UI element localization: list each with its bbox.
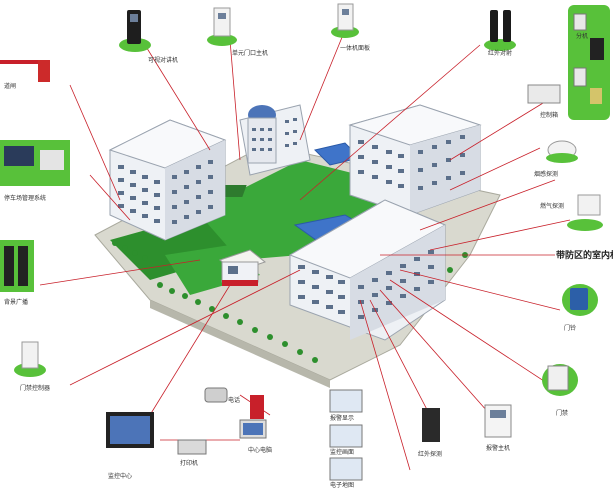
label-sub-terminals: 分机 <box>576 32 588 40</box>
device-emergency-button: 门铃 <box>562 284 598 332</box>
device-ir-sensor-bottom: 红外探测 <box>418 408 442 458</box>
callout-lines <box>39 29 571 471</box>
label-phone: 电话 <box>228 396 240 404</box>
label-top-device-3: 一体机面板 <box>340 44 370 52</box>
device-ctrl-box: 控制箱 <box>527 84 561 119</box>
label-ir-sensor: 红外探测 <box>418 450 442 458</box>
device-parking-system: 停车场管理系统 <box>0 140 70 202</box>
building-center-dome <box>239 104 311 176</box>
label-top-device-1: 可视对讲机 <box>148 56 178 64</box>
ground-platform-edge <box>150 300 330 388</box>
device-gas-detector: 燃气探测 <box>540 194 603 231</box>
label-screen-1: 报警显示 <box>330 414 354 422</box>
building-left <box>108 119 227 241</box>
device-alarm-host: 报警主机 <box>484 404 512 452</box>
device-panel-bottom-left: 门禁控制器 <box>14 341 50 392</box>
label-access-card: 门禁 <box>556 409 568 417</box>
building-front-right <box>288 199 447 341</box>
device-indoor-monitor-zone: 带防区的室内机 <box>556 249 613 261</box>
label-broadcast: 背景广播 <box>4 298 28 306</box>
guard-house <box>218 249 267 286</box>
label-alarm-host: 报警主机 <box>486 444 510 452</box>
device-monitor-center: 监控中心 <box>106 412 154 480</box>
label-screen-2: 监控画面 <box>330 448 354 456</box>
device-subsystem-panel: 分机 <box>568 5 610 120</box>
label-top-device-2: 单元门口主机 <box>232 49 268 57</box>
label-indoor-monitor-zone: 带防区的室内机 <box>556 249 613 261</box>
device-intercom-top-1: 可视对讲机 <box>119 10 178 64</box>
label-parking-system: 停车场管理系统 <box>4 194 46 202</box>
label-barrier: 道闸 <box>4 82 16 90</box>
label-doorbell: 门铃 <box>564 324 576 332</box>
label-pc-center: 中心电脑 <box>248 446 272 454</box>
label-top-device-4: 红外对射 <box>488 49 512 57</box>
device-pc-center: 中心电脑 <box>239 395 272 454</box>
device-access-card: 门禁 <box>542 364 578 417</box>
device-barrier: 道闸 <box>0 60 50 90</box>
device-panel-top: 一体机面板 <box>331 3 370 52</box>
label-ctrl-box: 控制箱 <box>540 111 558 119</box>
label-printer: 打印机 <box>180 459 198 467</box>
device-door-station-top: 单元门口主机 <box>207 7 268 57</box>
device-ir-beam-top: 红外对射 <box>484 10 516 57</box>
device-smoke-detector: 烟感探测 <box>534 140 578 178</box>
label-gas-detector: 燃气探测 <box>540 202 564 210</box>
device-printer: 打印机 <box>177 439 207 467</box>
device-broadcast: 背景广播 <box>0 240 34 306</box>
device-screens: 报警显示 监控画面 电子地图 <box>329 389 363 489</box>
building-right-back <box>348 104 482 216</box>
label-monitor-center: 监控中心 <box>108 472 132 480</box>
label-screen-3: 电子地图 <box>330 481 354 489</box>
label-panel-bottom-left: 门禁控制器 <box>20 384 50 392</box>
label-smoke-detector: 烟感探测 <box>534 170 558 178</box>
device-phone: 电话 <box>204 387 240 404</box>
